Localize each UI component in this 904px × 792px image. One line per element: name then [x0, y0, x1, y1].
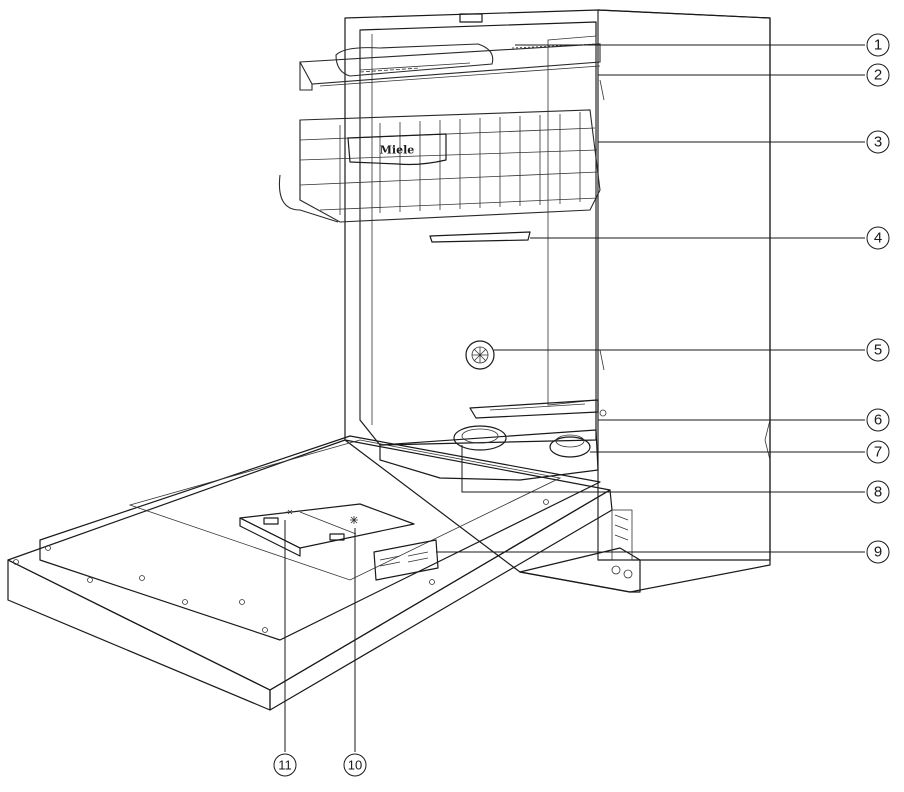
- dispenser-flap-11: [263, 517, 279, 525]
- callout-9: 9: [866, 540, 890, 564]
- svg-text:10: 10: [348, 758, 362, 773]
- cabinet: [344, 9, 771, 593]
- svg-text:11: 11: [278, 758, 292, 773]
- cutlery-tray: [299, 43, 601, 91]
- callout-3: 3: [866, 130, 890, 154]
- svg-text:6: 6: [874, 412, 882, 429]
- svg-text:3: 3: [874, 134, 882, 151]
- callout-11: 11: [273, 753, 297, 777]
- callout-4: 4: [866, 226, 890, 250]
- svg-text:5: 5: [874, 342, 882, 359]
- callout-6: 6: [866, 408, 890, 432]
- toe-kick-area: [519, 509, 641, 593]
- callout-2: 2: [866, 63, 890, 87]
- svg-text:7: 7: [874, 444, 882, 461]
- callout-10: 10: [343, 753, 367, 777]
- callout-8: 8: [866, 480, 890, 504]
- svg-text:2: 2: [874, 67, 882, 84]
- salt-container-cap: [453, 425, 507, 451]
- svg-text:9: 9: [874, 544, 882, 561]
- water-inlet: [465, 340, 495, 370]
- detergent-dispenser: [239, 503, 415, 557]
- tub-floor: [379, 399, 599, 481]
- svg-text:8: 8: [874, 484, 882, 501]
- leader-lines: [284, 44, 865, 752]
- door: [7, 435, 613, 711]
- upper-basket: Miele: [278, 109, 601, 223]
- callout-7: 7: [866, 440, 890, 464]
- callout-5: 5: [866, 338, 890, 362]
- svg-text:1: 1: [874, 37, 882, 54]
- brand-label: Miele: [380, 144, 415, 157]
- dispenser-flap-10: [329, 533, 345, 541]
- svg-text:4: 4: [874, 230, 882, 247]
- data-plate: [373, 539, 439, 581]
- leader-8: [461, 445, 865, 493]
- lower-spray-arm: [469, 399, 599, 419]
- wash-cabinet-interior: [359, 13, 607, 446]
- middle-spray-arm: [429, 231, 531, 243]
- callout-1: 1: [866, 33, 890, 57]
- filter-combination: [549, 436, 591, 458]
- top-spray-outlet: [459, 13, 483, 23]
